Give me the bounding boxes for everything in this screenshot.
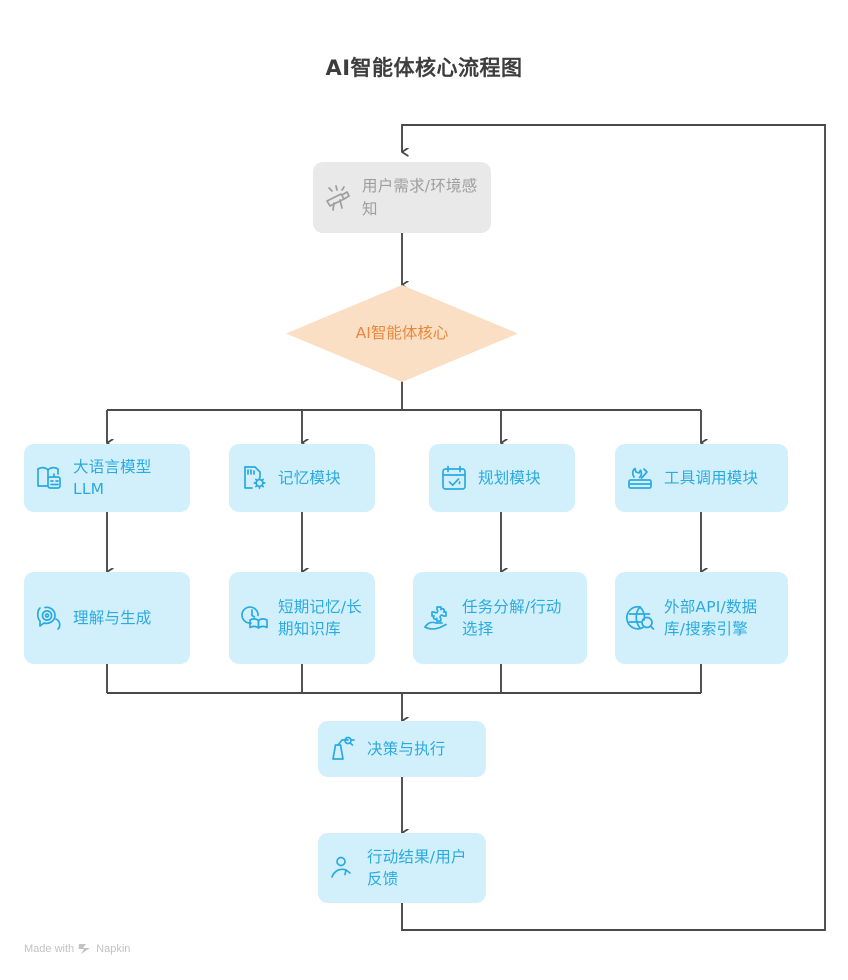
robot-arm-icon — [328, 734, 358, 764]
napkin-watermark: Made with Napkin — [24, 943, 130, 955]
hand-puzzle-icon — [423, 603, 453, 633]
globe-search-icon — [625, 603, 655, 633]
watermark-made-with: Made with — [24, 943, 75, 955]
node-core-label: AI智能体核心 — [355, 324, 449, 343]
node-external[interactable]: 外部API/数据库/搜索引擎 — [615, 572, 788, 664]
node-llm-label: 大语言模型LLM — [73, 457, 152, 498]
chat-bubble-icon — [34, 603, 64, 633]
node-planning[interactable]: 规划模块 — [429, 444, 575, 512]
node-llm[interactable]: 大语言模型LLM — [24, 444, 190, 512]
node-execute[interactable]: 决策与执行 — [318, 721, 486, 777]
node-understand[interactable]: 理解与生成 — [24, 572, 190, 664]
node-input-label: 用户需求/环境感知 — [362, 177, 478, 218]
book-robot-icon — [34, 463, 64, 493]
edge-feedback-to-input — [401, 124, 826, 931]
node-input[interactable]: 用户需求/环境感知 — [313, 162, 491, 233]
node-memory[interactable]: 记忆模块 — [229, 444, 375, 512]
node-execute-label: 决策与执行 — [367, 739, 446, 758]
memory-card-gear-icon — [239, 463, 269, 493]
node-knowledge-label: 短期记忆/长期知识库 — [278, 597, 362, 638]
napkin-logo-icon — [78, 943, 92, 955]
toolbox-icon — [625, 463, 655, 493]
clock-book-icon — [239, 603, 269, 633]
node-tools[interactable]: 工具调用模块 — [615, 444, 788, 512]
node-planning-label: 规划模块 — [478, 468, 541, 487]
node-understand-label: 理解与生成 — [73, 608, 152, 627]
node-decompose[interactable]: 任务分解/行动选择 — [413, 572, 587, 664]
node-core[interactable]: AI智能体核心 — [286, 285, 518, 382]
telescope-icon — [323, 183, 353, 213]
node-memory-label: 记忆模块 — [278, 468, 341, 487]
watermark-brand: Napkin — [96, 943, 131, 955]
node-knowledge[interactable]: 短期记忆/长期知识库 — [229, 572, 375, 664]
node-decompose-label: 任务分解/行动选择 — [462, 597, 562, 638]
node-feedback-label: 行动结果/用户反馈 — [367, 847, 467, 888]
person-arrow-icon — [328, 853, 358, 883]
calendar-check-icon — [439, 463, 469, 493]
node-tools-label: 工具调用模块 — [664, 468, 759, 487]
node-feedback[interactable]: 行动结果/用户反馈 — [318, 833, 486, 903]
page-title: AI智能体核心流程图 — [325, 56, 523, 80]
node-external-label: 外部API/数据库/搜索引擎 — [664, 597, 758, 638]
